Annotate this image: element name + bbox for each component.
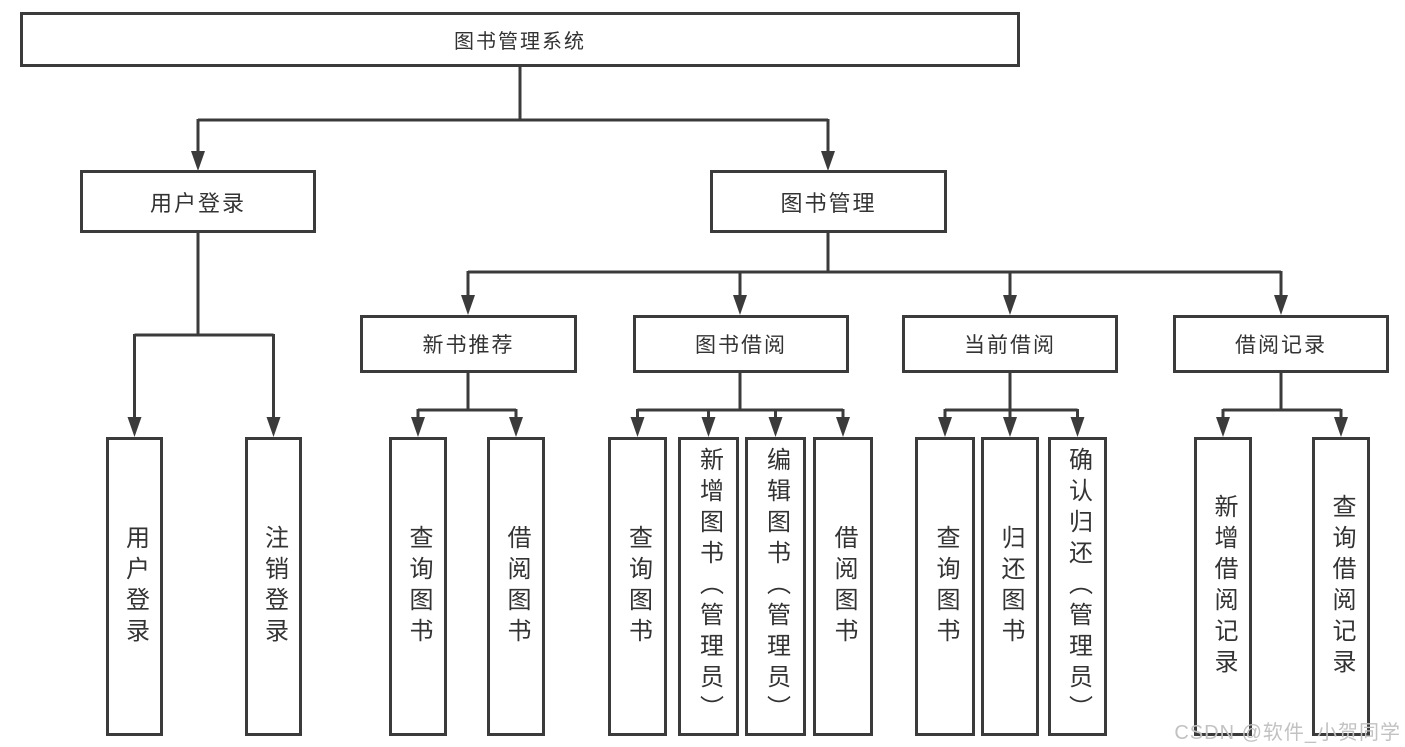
node-label: 用户登录: [149, 190, 246, 216]
node-leaf-return-books: 归还图书: [981, 437, 1039, 736]
node-leaf-confirm-return-admin: 确认归还（管理员）: [1048, 437, 1107, 736]
node-leaf-logout: 注销登录: [245, 437, 302, 736]
node-label: 确认归还（管理员）: [1064, 447, 1092, 726]
node-leaf-user-login: 用户登录: [106, 437, 163, 736]
node-leaf-add-borrow-record: 新增借阅记录: [1194, 437, 1252, 736]
node-label: 编辑图书（管理员）: [762, 447, 790, 726]
node-label: 用户登录: [121, 524, 149, 649]
node-label: 新增图书（管理员）: [695, 447, 723, 726]
node-label: 查询图书: [624, 524, 652, 649]
node-label: 借阅图书: [830, 524, 857, 649]
node-leaf-query-books-1: 查询图书: [389, 437, 447, 736]
node-label: 查询图书: [932, 524, 959, 649]
node-label: 图书管理系统: [454, 31, 586, 53]
node-leaf-edit-books-admin: 编辑图书（管理员）: [745, 437, 806, 736]
node-library-management-system: 图书管理系统: [20, 12, 1020, 67]
node-label: 图书借阅: [695, 334, 787, 357]
node-leaf-borrow-books-1: 借阅图书: [487, 437, 545, 736]
node-label: 新增借阅记录: [1210, 493, 1237, 680]
node-label: 归还图书: [997, 524, 1024, 649]
node-label: 注销登录: [260, 524, 288, 649]
node-new-book-recommend: 新书推荐: [360, 315, 577, 373]
node-label: 当前借阅: [964, 334, 1056, 357]
node-label: 查询图书: [405, 524, 432, 649]
node-leaf-borrow-books-2: 借阅图书: [813, 437, 873, 736]
arrowheads: [127, 151, 1348, 437]
node-current-borrow: 当前借阅: [902, 315, 1118, 373]
node-leaf-query-books-3: 查询图书: [915, 437, 975, 736]
node-leaf-query-books-2: 查询图书: [608, 437, 667, 736]
node-label: 新书推荐: [422, 334, 515, 357]
node-book-borrow: 图书借阅: [633, 315, 849, 373]
node-leaf-add-books-admin: 新增图书（管理员）: [678, 437, 739, 736]
node-borrow-records: 借阅记录: [1173, 315, 1389, 373]
node-label: 图书管理: [780, 190, 877, 216]
node-label: 查询借阅记录: [1328, 493, 1355, 680]
node-user-login: 用户登录: [80, 170, 316, 233]
csdn-watermark: CSDN @软件_小贺同学: [1174, 722, 1401, 744]
node-label: 借阅图书: [503, 524, 530, 649]
node-label: 借阅记录: [1235, 334, 1327, 357]
node-leaf-query-borrow-record: 查询借阅记录: [1312, 437, 1370, 736]
node-book-management: 图书管理: [710, 170, 947, 233]
